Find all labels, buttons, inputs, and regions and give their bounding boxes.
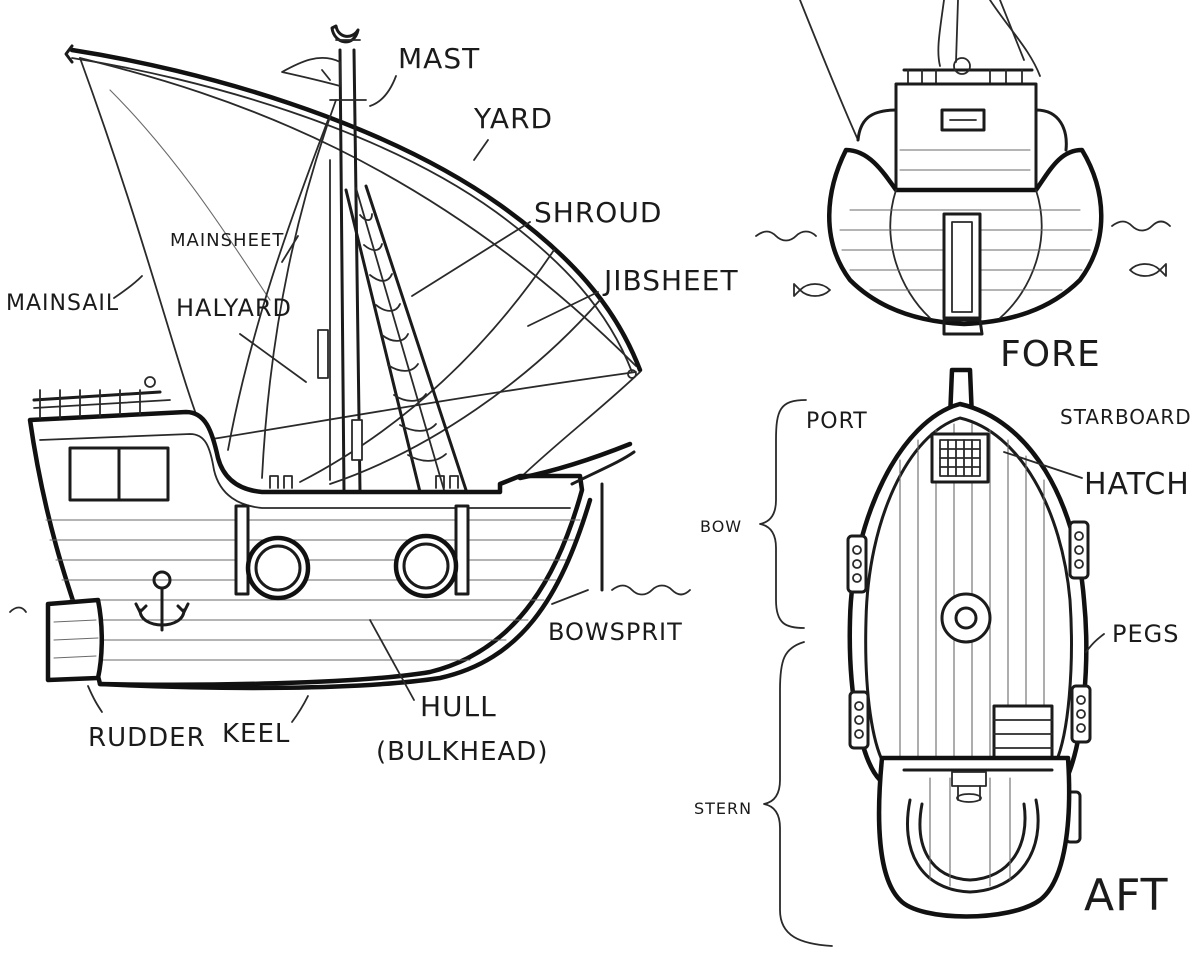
yard-label: YARD (473, 102, 553, 135)
shroud (344, 184, 468, 494)
pegs-left (846, 534, 870, 750)
fore-label: FORE (1000, 334, 1101, 375)
front-view: FORE (755, 0, 1171, 375)
jibsheet-label: JIBSHEET (602, 264, 739, 297)
keel-label: KEEL (222, 719, 290, 749)
stern-brace (763, 641, 833, 947)
mainsail-label: MAINSAIL (6, 291, 119, 316)
hull-label: HULL (420, 690, 497, 723)
fish-icon (793, 283, 831, 297)
bow-label: BOW (700, 517, 742, 536)
anchor-icon (134, 570, 190, 632)
hull (27, 376, 593, 691)
halyard-label: HALYARD (176, 294, 292, 322)
port-label: PORT (806, 409, 868, 434)
rudder-label: RUDDER (88, 723, 206, 753)
mast-label: MAST (398, 42, 480, 75)
mainsheet-label: MAINSHEET (170, 230, 284, 251)
shroud-label: SHROUD (534, 196, 662, 229)
water-line (611, 584, 691, 596)
starboard-label: STARBOARD (1060, 405, 1192, 429)
porthole-right (393, 533, 459, 599)
bowsprit (517, 441, 636, 592)
side-view-leaders (87, 75, 599, 723)
fish-icon (1129, 263, 1167, 277)
bow-brace (759, 399, 807, 629)
hatch-label: HATCH (1084, 467, 1190, 502)
wheel-icon (951, 771, 987, 803)
porthole-left (245, 535, 311, 601)
rigging-lines (227, 99, 641, 485)
top-view: PORT STARBOARD HATCH BOW PEGS STERN AFT (694, 367, 1192, 947)
bowsprit-label: BOWSPRIT (548, 618, 683, 646)
hatch (930, 432, 990, 484)
pegs-label: PEGS (1112, 620, 1179, 648)
aft-label: AFT (1084, 870, 1169, 921)
bulkhead-label: (BULKHEAD) (376, 737, 548, 767)
side-view: MAST YARD SHROUD MAINSHEET JIBSHEET MAIN… (6, 24, 739, 767)
stern-label: STERN (694, 799, 752, 818)
rudder (9, 597, 105, 683)
